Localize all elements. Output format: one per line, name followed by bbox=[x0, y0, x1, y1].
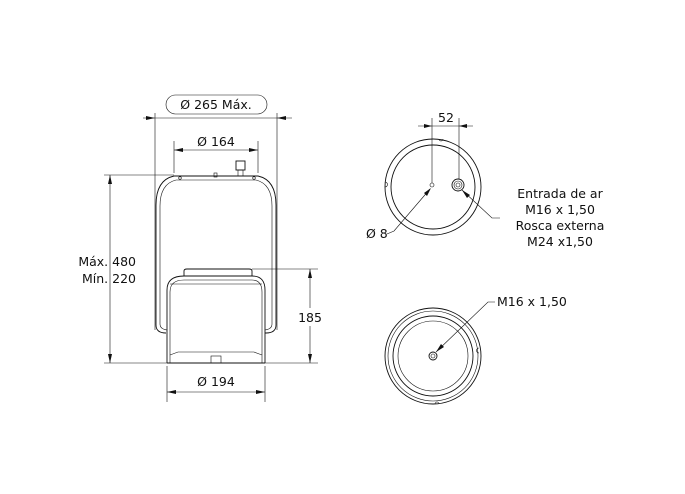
arrow-icon bbox=[256, 390, 265, 394]
piston-base-outer bbox=[384, 307, 482, 405]
port-note-line: Entrada de ar bbox=[517, 186, 603, 201]
side-view: Ø 265 Máx. Ø 164 M bbox=[78, 94, 322, 402]
height-max-label: Máx. 480 bbox=[78, 254, 136, 269]
thread-leader bbox=[435, 301, 495, 353]
air-valve-icon bbox=[235, 160, 246, 171]
port-note-line: M16 x 1,50 bbox=[525, 202, 595, 217]
hole-leader bbox=[386, 188, 431, 235]
bellows-outline bbox=[155, 175, 277, 334]
arrow-icon bbox=[167, 390, 176, 394]
arrow-icon bbox=[308, 269, 312, 278]
height-min-label: Mín. 220 bbox=[82, 271, 136, 286]
piston-body bbox=[166, 275, 266, 363]
bottom-view: M16 x 1,50 bbox=[384, 294, 567, 405]
max-diameter-label: Ø 265 Máx. bbox=[180, 97, 251, 112]
air-port-icon bbox=[451, 178, 465, 192]
arrow-icon bbox=[277, 116, 286, 120]
piston-cap bbox=[183, 268, 253, 276]
thread-label: M16 x 1,50 bbox=[497, 294, 567, 309]
port-note-line: M24 x1,50 bbox=[527, 234, 593, 249]
arrow-icon bbox=[108, 175, 112, 184]
arrow-icon bbox=[308, 354, 312, 363]
arrow-icon bbox=[146, 116, 155, 120]
thread-hole-icon bbox=[428, 351, 438, 361]
port-note-line: Rosca externa bbox=[516, 218, 605, 233]
max-diameter-label-box bbox=[165, 94, 268, 115]
hole-icon bbox=[429, 182, 435, 188]
offset-label: 52 bbox=[438, 110, 454, 125]
top-plate-inner bbox=[390, 144, 476, 230]
top-view: 52 Ø 8 Entrada de ar M16 x 1,50 Rosca ex… bbox=[366, 110, 604, 249]
arrow-icon bbox=[249, 148, 258, 152]
arrow-icon bbox=[108, 354, 112, 363]
arrow-icon bbox=[174, 148, 183, 152]
top-diameter-label: Ø 164 bbox=[197, 134, 235, 149]
hole-diameter-label: Ø 8 bbox=[366, 226, 388, 241]
piston-diameter-label: Ø 194 bbox=[197, 374, 235, 389]
piston-height-label: 185 bbox=[298, 310, 322, 325]
port-leader bbox=[461, 189, 500, 219]
